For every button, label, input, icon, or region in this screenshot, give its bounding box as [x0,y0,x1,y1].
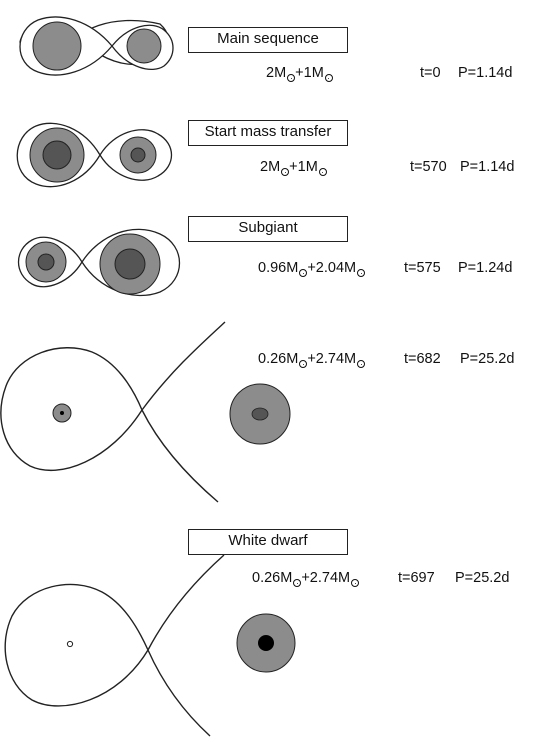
stage-2-period: P=1.14d [460,159,515,175]
solar-mass-icon [287,74,296,82]
stage-1-mass1: 2M [266,65,287,81]
stage-2-mass2: 1M [297,159,318,175]
stage-2-secondary-core [130,147,146,163]
stage-1-readout: 2M +1M [266,64,333,82]
stage-4-donor-core [60,411,64,415]
stage-4-mass1: 0.26M [258,351,299,367]
stage-5-mass2: 2.74M [309,570,351,586]
stage-3-primary-core [37,253,55,271]
stage-5-roche-lobe [4,554,225,737]
stage-5-readout: 0.26M +2.74M [252,569,360,587]
stage-5-white-dwarf [66,640,74,648]
solar-mass-icon [299,360,308,368]
stage-5-mass1: 0.26M [252,570,293,586]
stage-1-primary-envelope [32,21,82,71]
stage-4-binary [0,321,291,503]
stage-1-mass2: 1M [303,65,324,81]
stage-3-plus: + [307,260,316,276]
stage-2-binary [16,122,173,188]
stage-4-roche-lobe [0,321,226,503]
stage-5-binary [4,554,296,737]
stage-3-mass1: 0.96M [258,260,299,276]
stage-4-time: t=682 [404,351,441,367]
solar-mass-icon [324,74,333,82]
stage-1-time: t=0 [420,65,441,81]
stage-4-mass2: 2.74M [315,351,357,367]
stage-4-period: P=25.2d [460,351,515,367]
stage-4-accretor-core [251,407,269,421]
stage-1-binary [19,16,174,76]
stage-3-binary [18,228,181,297]
stage-5-plus: + [301,570,310,586]
stage-2-time: t=570 [410,159,447,175]
stage-5-time: t=697 [398,570,435,586]
stage-1-period: P=1.14d [458,65,513,81]
solar-mass-icon [299,269,308,277]
solar-mass-icon [318,168,327,176]
stage-3-label: Subgiant [188,216,348,242]
stage-2-mass1: 2M [260,159,281,175]
solar-mass-icon [351,579,360,587]
stage-1-label: Main sequence [188,27,348,53]
stage-5-accretor-core [258,635,274,651]
solar-mass-icon [281,168,290,176]
stage-3-time: t=575 [404,260,441,276]
stage-2-plus: + [289,159,298,175]
stage-1-plus: + [295,65,304,81]
stage-4-plus: + [307,351,316,367]
solar-mass-icon [357,269,366,277]
solar-mass-icon [293,579,302,587]
solar-mass-icon [357,360,366,368]
stage-5-period: P=25.2d [455,570,510,586]
stage-3-secondary-core [114,248,146,280]
stage-5-label: White dwarf [188,529,348,555]
stage-4-readout: 0.26M +2.74M [258,350,366,368]
stage-1-secondary-envelope [126,28,162,64]
stage-3-mass2: 2.04M [315,260,357,276]
stage-3-period: P=1.24d [458,260,513,276]
stage-2-primary-core [42,140,72,170]
stage-2-label: Start mass transfer [188,120,348,146]
stage-2-readout: 2M +1M [260,158,327,176]
stage-3-readout: 0.96M +2.04M [258,259,366,277]
